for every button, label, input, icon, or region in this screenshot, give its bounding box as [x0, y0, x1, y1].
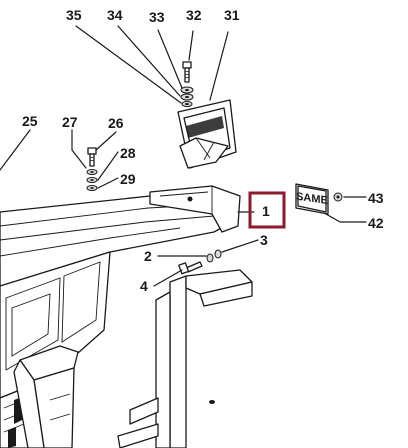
- callout-29: 29: [120, 171, 136, 187]
- callout-34: 34: [107, 7, 123, 23]
- callout-35: 35: [66, 7, 82, 23]
- highlight-box-part-1: [248, 191, 286, 229]
- callout-26: 26: [108, 115, 124, 131]
- emblem-part-42: SAME: [295, 183, 367, 223]
- callout-28: 28: [120, 145, 136, 161]
- screw-and-washers-26-29: [71, 129, 119, 191]
- callout-25: 25: [22, 113, 38, 129]
- callout-32: 32: [186, 7, 202, 23]
- callout-42: 42: [368, 215, 384, 231]
- callout-33: 33: [149, 9, 165, 25]
- callout-31: 31: [224, 7, 240, 23]
- bracket-part-31: [177, 31, 237, 169]
- screw-and-washers-32-35: [75, 25, 194, 108]
- screw-and-washers-2-4: [153, 239, 259, 287]
- callout-27: 27: [62, 114, 78, 130]
- callout-4: 4: [140, 278, 148, 294]
- callout-1: 1: [262, 203, 270, 219]
- callout-43: 43: [368, 190, 384, 206]
- callout-3: 3: [260, 232, 268, 248]
- front-frame: [13, 269, 253, 448]
- emblem-text: SAME: [296, 191, 328, 207]
- callout-2: 2: [144, 248, 152, 264]
